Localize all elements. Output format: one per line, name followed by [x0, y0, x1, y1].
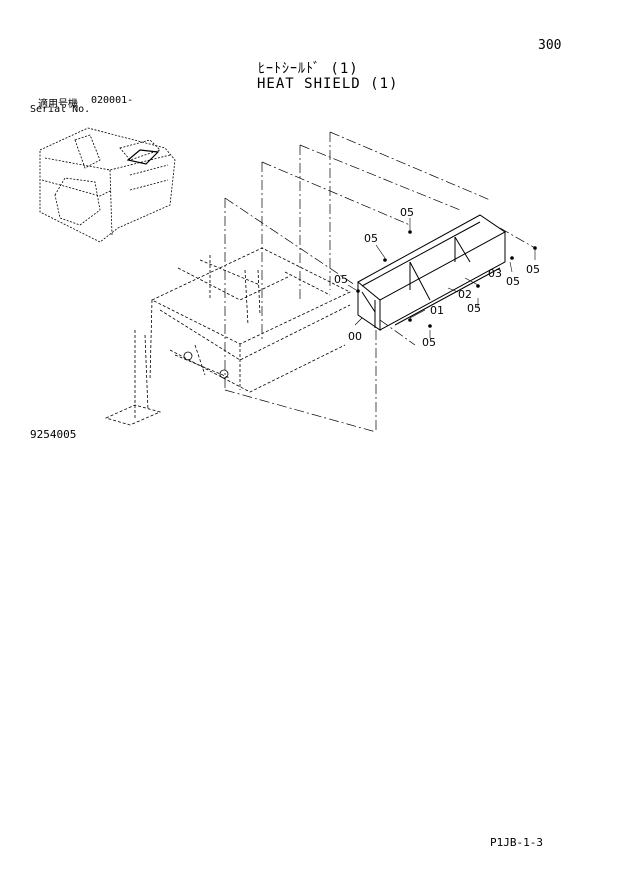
- part-label: 05: [467, 302, 481, 315]
- part-label: 05: [364, 232, 378, 245]
- base-frame: [104, 247, 351, 426]
- serial-label-english: Serial No.: [30, 104, 91, 115]
- part-label: 05: [506, 275, 520, 288]
- part-label: 01: [430, 304, 444, 317]
- part-label: 00: [348, 330, 362, 343]
- heat-shield-body: [357, 214, 506, 331]
- serial-label-japanese: 適用号機: [38, 99, 78, 110]
- machine-thumbnail: [39, 127, 176, 243]
- part-label: 03: [488, 267, 502, 280]
- serial-number-range: 020001-: [91, 95, 134, 106]
- page-title-english: HEAT SHIELD (1): [257, 76, 399, 92]
- drawing-number: 9254005: [30, 428, 77, 441]
- sheet-code: P1JB-1-3: [490, 836, 543, 849]
- part-label: 05: [400, 206, 414, 219]
- page-number: 300: [538, 38, 562, 53]
- page-title-japanese: ﾋｰﾄｼｰﾙﾄﾞ (1): [258, 61, 359, 77]
- part-label: 05: [422, 336, 436, 349]
- part-label: 05: [334, 273, 348, 286]
- part-label: 02: [458, 288, 472, 301]
- part-label: 05: [526, 263, 540, 276]
